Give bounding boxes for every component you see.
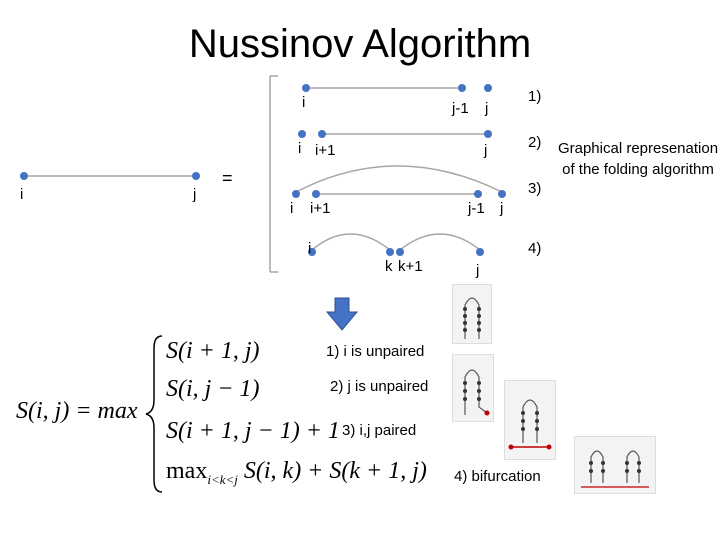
formula-brace xyxy=(145,335,163,493)
rna-structure-thumbnail-3 xyxy=(504,380,556,460)
case3-label-j: j xyxy=(500,200,504,217)
case4-label-k+1: k+1 xyxy=(398,258,423,275)
case3-label-i: i xyxy=(290,200,294,217)
note-4: 4) bifurcation xyxy=(454,468,541,485)
caption: Graphical represenation of the folding a… xyxy=(557,140,719,178)
case2-label-i+1: i+1 xyxy=(315,142,336,159)
label-j: j xyxy=(193,186,197,203)
formula-row-4: maxi<k<j S(i, k) + S(k + 1, j) xyxy=(166,458,427,488)
case3-label-j-1: j-1 xyxy=(468,200,485,217)
equals-sign: = xyxy=(222,168,233,188)
case4-arc-left xyxy=(311,233,391,251)
node-i xyxy=(20,172,28,180)
case1-number: 1) xyxy=(528,88,542,105)
case2-label-i: i xyxy=(298,140,302,157)
note-2: 2) j is unpaired xyxy=(330,378,429,395)
note-1: 1) i is unpaired xyxy=(326,343,425,360)
label-i: i xyxy=(20,186,24,203)
case1-label-j: j xyxy=(485,100,489,117)
formula-max: max xyxy=(166,458,208,484)
case4-label-i: i xyxy=(308,240,312,257)
case3-arc xyxy=(295,165,503,193)
case1-label-j-1: j-1 xyxy=(452,100,469,117)
case3-label-i+1: i+1 xyxy=(310,200,331,217)
case4-label-k: k xyxy=(385,258,393,275)
rna-structure-thumbnail-2 xyxy=(452,354,494,422)
formula-row-3: S(i + 1, j − 1) + 1 xyxy=(166,418,340,444)
formula-subscript: i<k<j xyxy=(207,472,238,487)
case3-number: 3) xyxy=(528,180,542,197)
formula-row-2: S(i, j − 1) xyxy=(166,376,260,402)
formula-lhs: S(i, j) = max xyxy=(16,398,138,424)
case2-label-j: j xyxy=(484,142,488,159)
case2-number: 2) xyxy=(528,134,542,151)
case4-label-j: j xyxy=(476,262,480,279)
slide-title: Nussinov Algorithm xyxy=(188,22,532,66)
case4-number: 4) xyxy=(528,240,542,257)
case4-arc-right xyxy=(399,233,481,251)
formula-row-1: S(i + 1, j) xyxy=(166,338,260,364)
node-j xyxy=(192,172,200,180)
case1-label-i: i xyxy=(302,94,306,111)
rna-structure-thumbnail-1 xyxy=(452,284,492,344)
down-arrow xyxy=(325,297,359,331)
formula-row-4-rest: S(i, k) + S(k + 1, j) xyxy=(243,458,427,484)
note-3: 3) i,j paired xyxy=(342,422,417,439)
rna-structure-thumbnail-4 xyxy=(574,436,656,494)
